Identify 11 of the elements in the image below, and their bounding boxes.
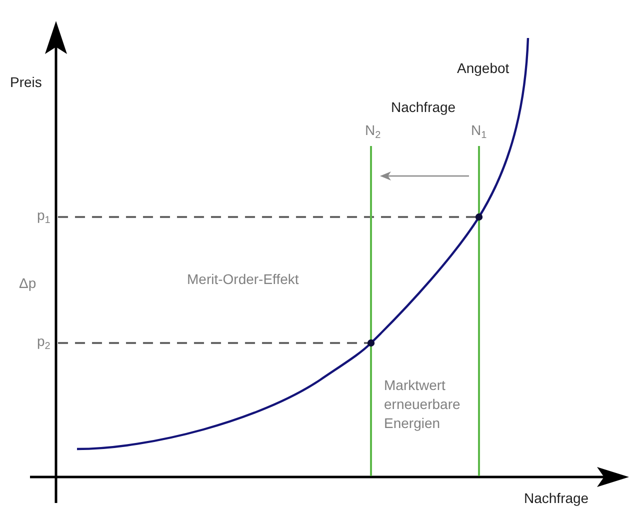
annotation-text: Marktwert erneuerbare Energien — [384, 376, 462, 433]
axis-label: Preis — [10, 73, 42, 91]
line-label: N$_{2}$ — [365, 121, 381, 139]
annotation-text: Merit-Order-Effekt — [187, 270, 299, 288]
curve-label: Angebot — [457, 59, 510, 77]
axis-label: Nachfrage — [524, 489, 589, 507]
tick-label: p$_{1}$ — [37, 206, 50, 224]
curve-label: Nachfrage — [391, 98, 456, 116]
delta-label: Δp — [19, 274, 36, 292]
tick-label: p$_{2}$ — [37, 332, 50, 350]
line-label: N$_{1}$ — [471, 121, 487, 139]
